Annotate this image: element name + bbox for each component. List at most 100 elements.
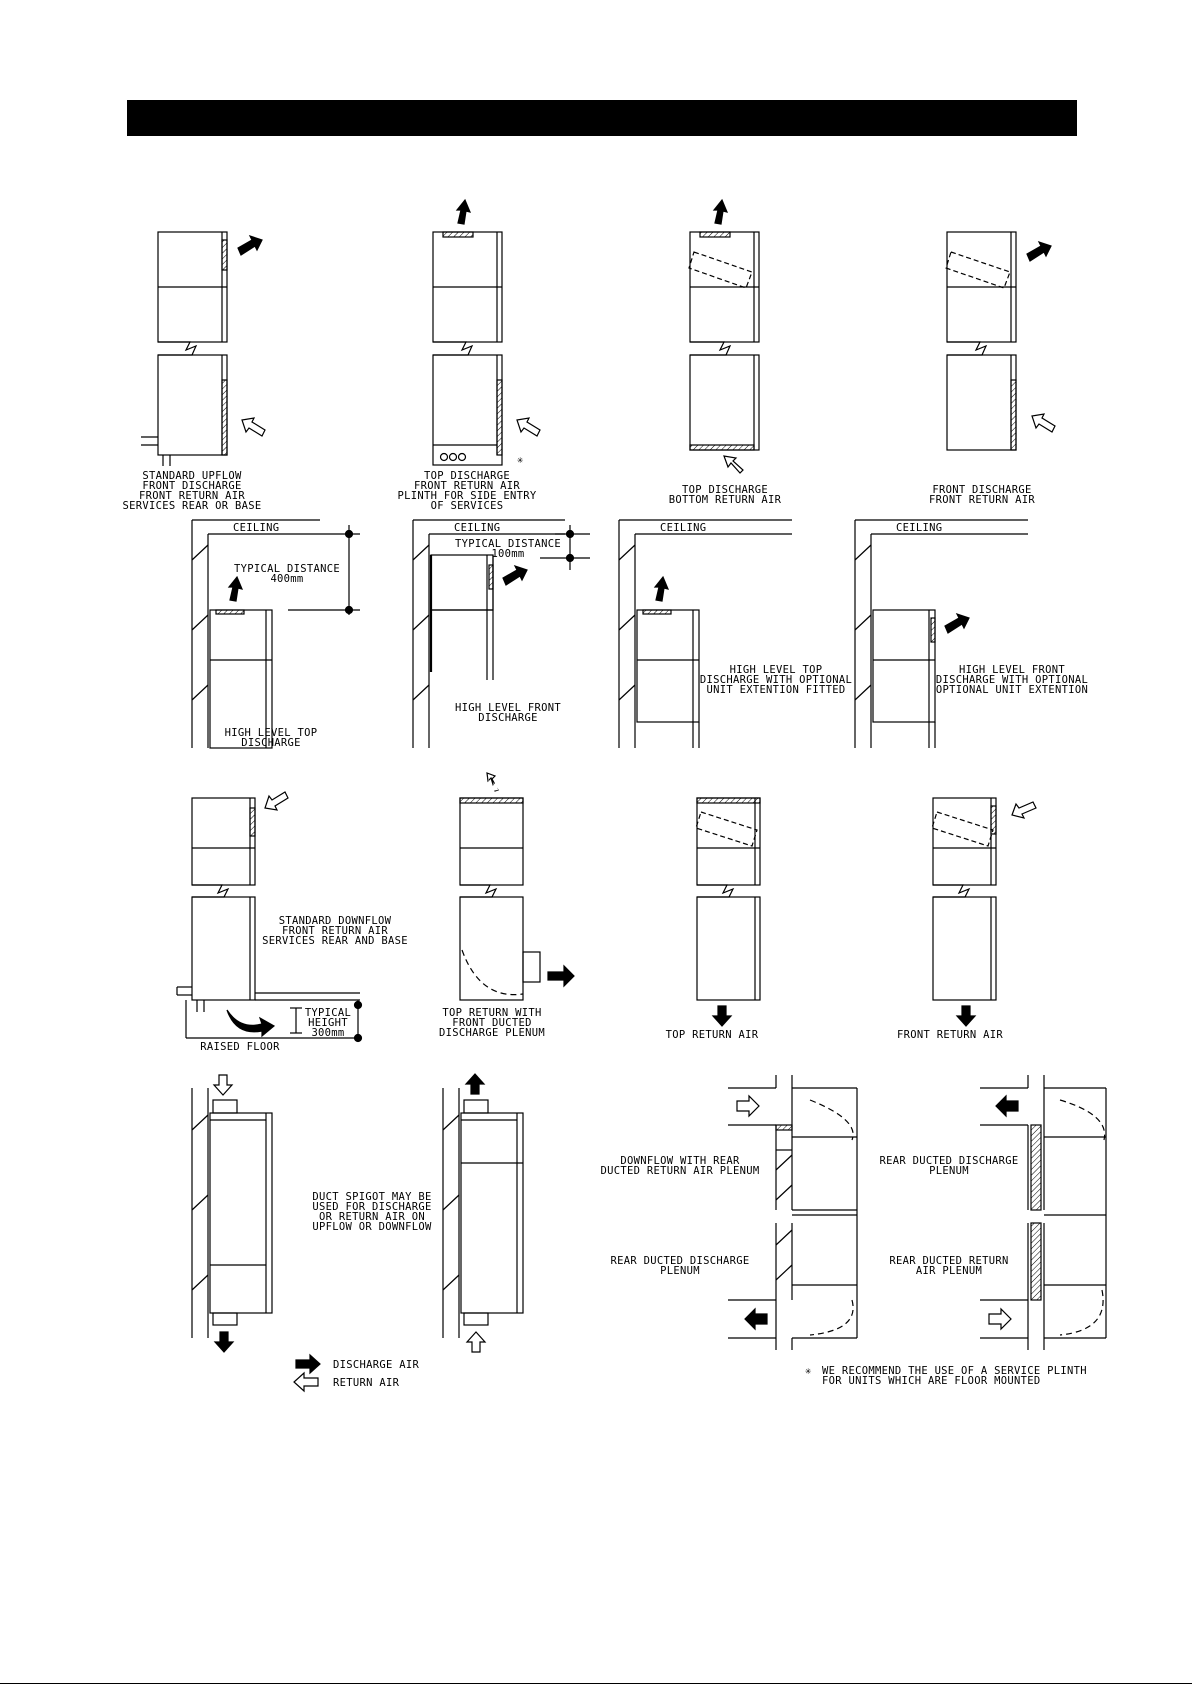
discharge-arrow-icon	[227, 575, 244, 602]
row3-height-line-1: TYPICAL	[305, 1007, 351, 1019]
row3-caption-1-line-3: SERVICES REAR AND BASE	[262, 935, 408, 947]
row2-diagram-2	[412, 519, 590, 748]
row3-caption-3: TOP RETURN AIR	[666, 1029, 759, 1041]
discharge-arrow-icon	[547, 964, 575, 988]
row1-caption-3-line-1: TOP DISCHARGE	[682, 484, 768, 496]
row1-caption-2-line-4: OF SERVICES	[431, 500, 504, 512]
row2-caption-3-line-3: UNIT EXTENTION FITTED	[706, 684, 845, 696]
row3-caption-2-line-3: DISCHARGE PLENUM	[439, 1027, 545, 1039]
row2-diagram-3	[618, 519, 792, 748]
ceiling-label-3: CEILING	[660, 522, 706, 534]
row2-caption-2-line-1: HIGH LEVEL FRONT	[455, 702, 561, 714]
ceiling-label-1: CEILING	[233, 522, 279, 534]
row1-caption-2-line-1: TOP DISCHARGE	[424, 470, 510, 482]
spigot-note-line-4: UPFLOW OR DOWNFLOW	[312, 1221, 432, 1233]
return-arrow-icon	[1011, 801, 1037, 819]
discharge-arrow-icon	[744, 1307, 768, 1331]
footnote-marker: ✳	[805, 1365, 812, 1377]
row1-caption-2-line-3: PLINTH FOR SIDE ENTRY	[397, 490, 536, 502]
row4-plenum-left	[728, 1075, 858, 1350]
plenum-right-top-line-1: REAR DUCTED DISCHARGE	[879, 1155, 1018, 1167]
ceiling-label-4: CEILING	[896, 522, 942, 534]
discharge-arrow-icon	[502, 564, 528, 586]
row2-caption-4-line-1: HIGH LEVEL FRONT	[959, 664, 1065, 676]
plenum-left-top-line-1: DOWNFLOW WITH REAR	[620, 1155, 740, 1167]
plenum-right-bottom-line-1: REAR DUCTED RETURN	[889, 1255, 1008, 1267]
row2-caption-3-line-2: DISCHARGE WITH OPTIONAL	[700, 674, 852, 686]
row3-caption-1-line-1: STANDARD DOWNFLOW	[279, 915, 392, 927]
plenum-left-bottom-line-2: PLENUM	[660, 1265, 700, 1277]
return-arrow-icon	[241, 417, 266, 437]
row1-caption-1-line-1: STANDARD UPFLOW	[142, 470, 242, 482]
discharge-arrow-icon	[455, 198, 472, 225]
spigot-note-line-1: DUCT SPIGOT MAY BE	[312, 1191, 431, 1203]
discharge-arrow-icon	[226, 1009, 276, 1038]
row2-diagram-4	[854, 519, 1028, 748]
row1-unit-4	[945, 231, 1017, 451]
row1-unit-3	[688, 231, 760, 451]
row2-distance-1-line-2: 400mm	[270, 573, 303, 585]
row3-height-line-2: HEIGHT	[308, 1017, 348, 1029]
plenum-right-bottom-line-2: AIR PLENUM	[916, 1265, 982, 1277]
raised-floor-label: RAISED FLOOR	[200, 1041, 280, 1053]
discharge-arrow-icon	[653, 575, 670, 602]
row2-distance-1-line-1: TYPICAL DISTANCE	[234, 563, 340, 575]
row4-plenum-right	[980, 1075, 1107, 1350]
footnote-line-2: FOR UNITS WHICH ARE FLOOR MOUNTED	[822, 1375, 1041, 1387]
row2-caption-2-line-2: DISCHARGE	[478, 712, 538, 724]
plenum-right-top-line-2: PLENUM	[929, 1165, 969, 1177]
plenum-left-top-line-2: DUCTED RETURN AIR PLENUM	[601, 1165, 760, 1177]
legend-return-label: RETURN AIR	[333, 1377, 400, 1389]
svg-text:✳: ✳	[517, 454, 524, 466]
row1-caption-4-line-2: FRONT RETURN AIR	[929, 494, 1035, 506]
return-arrow-icon	[212, 1074, 234, 1096]
row3-diagram-2	[459, 797, 541, 1001]
plenum-left-bottom-line-1: REAR DUCTED DISCHARGE	[610, 1255, 749, 1267]
row1-caption-4-line-1: FRONT DISCHARGE	[932, 484, 1031, 496]
return-arrow-icon	[1031, 413, 1056, 433]
row1-caption-1-line-4: SERVICES REAR OR BASE	[122, 500, 261, 512]
return-arrow-icon	[465, 1331, 487, 1353]
discharge-arrow-icon	[944, 612, 970, 634]
row1-caption-1-line-2: FRONT DISCHARGE	[142, 480, 241, 492]
row2-caption-1-line-2: DISCHARGE	[241, 737, 301, 749]
row2-caption-4-line-2: DISCHARGE WITH OPTIONAL	[936, 674, 1088, 686]
ceiling-label-2: CEILING	[454, 522, 500, 534]
row3-diagram-1	[176, 797, 360, 1039]
discharge-arrow-icon	[712, 198, 729, 225]
legend-discharge-arrow-icon	[295, 1353, 321, 1375]
discharge-arrow-icon	[955, 1005, 977, 1027]
row3-height-line-3: 300mm	[311, 1027, 344, 1039]
row2-diagram-1	[191, 519, 360, 749]
row2-caption-4-line-3: OPTIONAL UNIT EXTENTION	[936, 684, 1088, 696]
discharge-arrow-icon	[995, 1094, 1019, 1118]
return-arrow-icon	[988, 1307, 1012, 1331]
row1-caption-2-line-2: FRONT RETURN AIR	[414, 480, 520, 492]
row1-unit-2	[432, 231, 503, 466]
legend-discharge-label: DISCHARGE AIR	[333, 1359, 419, 1371]
row1-caption-3-line-2: BOTTOM RETURN AIR	[669, 494, 782, 506]
row2-caption-1-line-1: HIGH LEVEL TOP	[225, 727, 318, 739]
row3-caption-2-line-1: TOP RETURN WITH	[442, 1007, 541, 1019]
spigot-note-line-2: USED FOR DISCHARGE	[312, 1201, 431, 1213]
row4-duct-spigot-unit-1	[191, 1088, 273, 1338]
row4-duct-spigot-unit-2	[442, 1088, 524, 1338]
discharge-arrow-icon	[464, 1073, 486, 1095]
return-arrow-icon	[516, 417, 541, 437]
row1-unit-1	[141, 231, 228, 466]
row3-caption-4: FRONT RETURN AIR	[897, 1029, 1003, 1041]
return-arrow-icon	[723, 455, 744, 474]
row2-distance-2-line-2: 100mm	[491, 548, 524, 560]
row3-diagram-3	[695, 797, 761, 1001]
discharge-arrow-icon	[237, 234, 263, 256]
footnote-line-1: WE RECOMMEND THE USE OF A SERVICE PLINTH	[822, 1365, 1087, 1377]
row3-diagram-4	[931, 797, 997, 1001]
row2-distance-2-line-1: TYPICAL DISTANCE	[455, 538, 561, 550]
discharge-arrow-icon	[711, 1005, 733, 1027]
page-bottom-rule	[0, 1683, 1192, 1684]
header-bar	[127, 100, 1077, 136]
return-arrow-icon	[264, 791, 289, 811]
return-arrow-icon	[487, 775, 501, 791]
return-arrow-icon	[736, 1094, 760, 1118]
